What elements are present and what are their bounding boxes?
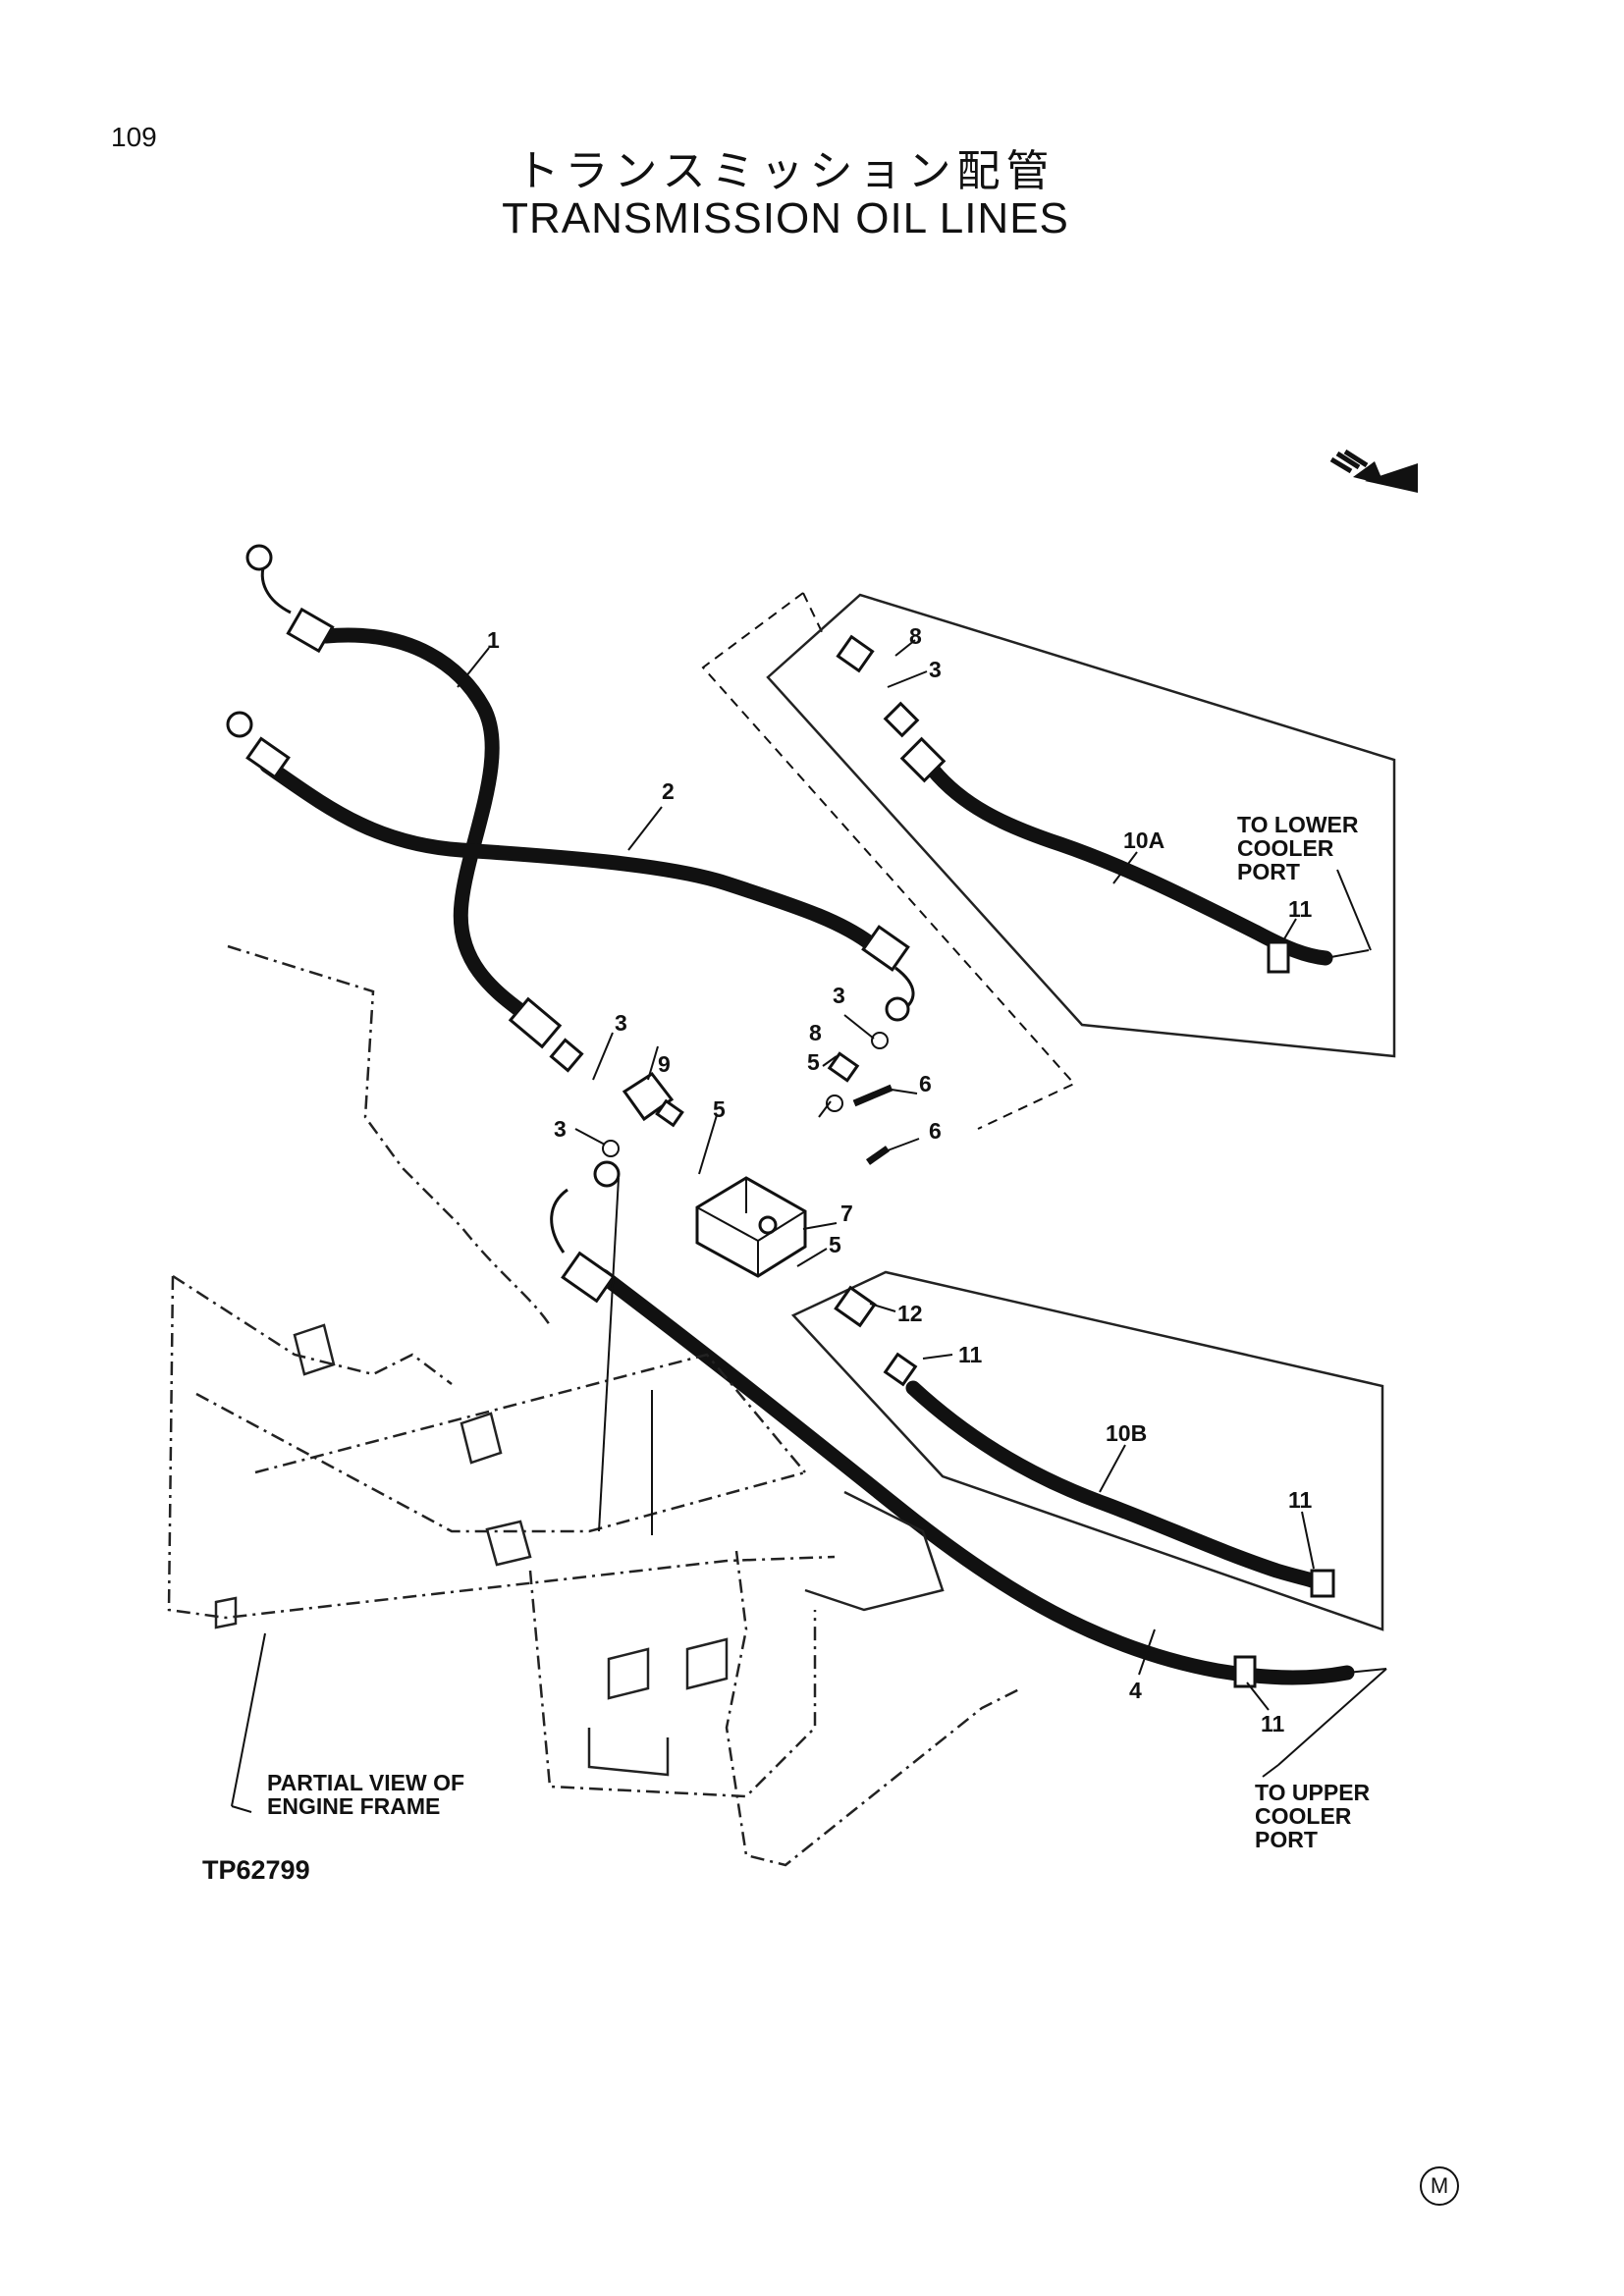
callout-6a: 6: [919, 1071, 932, 1096]
title-japanese: トランスミッション配管: [515, 146, 1056, 196]
engine-frame: [167, 944, 1022, 1867]
callout-9: 9: [658, 1051, 671, 1077]
hose-1: [245, 544, 584, 1073]
callout-2: 2: [662, 778, 675, 804]
leader-lines: [231, 639, 1387, 1813]
callout-3d: 3: [929, 657, 942, 682]
manifold-block-7: [695, 1176, 807, 1278]
fitting-9: [622, 1071, 684, 1128]
callout-10b: 10B: [1106, 1420, 1147, 1446]
page-number: 109: [111, 122, 157, 152]
callout-3b: 3: [554, 1116, 567, 1142]
detail-panel-lower-port: [766, 593, 1396, 1058]
alternate-routing-outline: [701, 592, 1076, 1130]
callout-11b: 11: [958, 1342, 983, 1367]
callout-3c: 3: [833, 983, 845, 1008]
manufacturer-mark: M: [1420, 2166, 1459, 2206]
note-upper-port-line1: TO UPPER: [1255, 1780, 1371, 1805]
callout-3a: 3: [615, 1010, 627, 1036]
o-rings: [602, 1032, 889, 1157]
callout-8b: 8: [909, 623, 922, 649]
callout-11d: 11: [1261, 1711, 1285, 1736]
hose-2: [226, 711, 915, 1022]
callout-5b: 5: [807, 1049, 820, 1075]
note-upper-port-line2: COOLER: [1255, 1803, 1352, 1829]
figure-id: TP62799: [202, 1855, 310, 1885]
callout-8a: 8: [809, 1020, 822, 1045]
callout-6b: 6: [929, 1118, 942, 1144]
hose-4: [550, 1160, 1387, 1688]
callout-12: 12: [897, 1301, 923, 1326]
callout-7: 7: [840, 1201, 853, 1226]
bolts-6: [852, 1084, 893, 1165]
hose-10a: [836, 634, 1370, 974]
note-upper-port-line3: PORT: [1255, 1827, 1318, 1852]
callout-11c: 11: [1288, 1487, 1313, 1513]
callout-4: 4: [1129, 1678, 1142, 1703]
note-engine-frame-line1: PARTIAL VIEW OF: [267, 1770, 464, 1795]
title-english: TRANSMISSION OIL LINES: [502, 194, 1069, 242]
detail-panel-upper-port: [790, 1270, 1384, 1631]
fitting-8: [827, 1051, 860, 1083]
direction-arrow-icon: [1329, 449, 1418, 493]
note-lower-port-line3: PORT: [1237, 859, 1300, 884]
hose-10b: [834, 1285, 1335, 1598]
callout-1: 1: [487, 627, 500, 653]
callout-5a: 5: [713, 1096, 726, 1122]
note-engine-frame-line2: ENGINE FRAME: [267, 1793, 440, 1819]
callout-10a: 10A: [1123, 828, 1164, 853]
callout-5c: 5: [829, 1232, 841, 1257]
note-lower-port-line1: TO LOWER: [1237, 812, 1359, 837]
callout-11a: 11: [1288, 896, 1313, 922]
note-lower-port-line2: COOLER: [1237, 835, 1334, 861]
